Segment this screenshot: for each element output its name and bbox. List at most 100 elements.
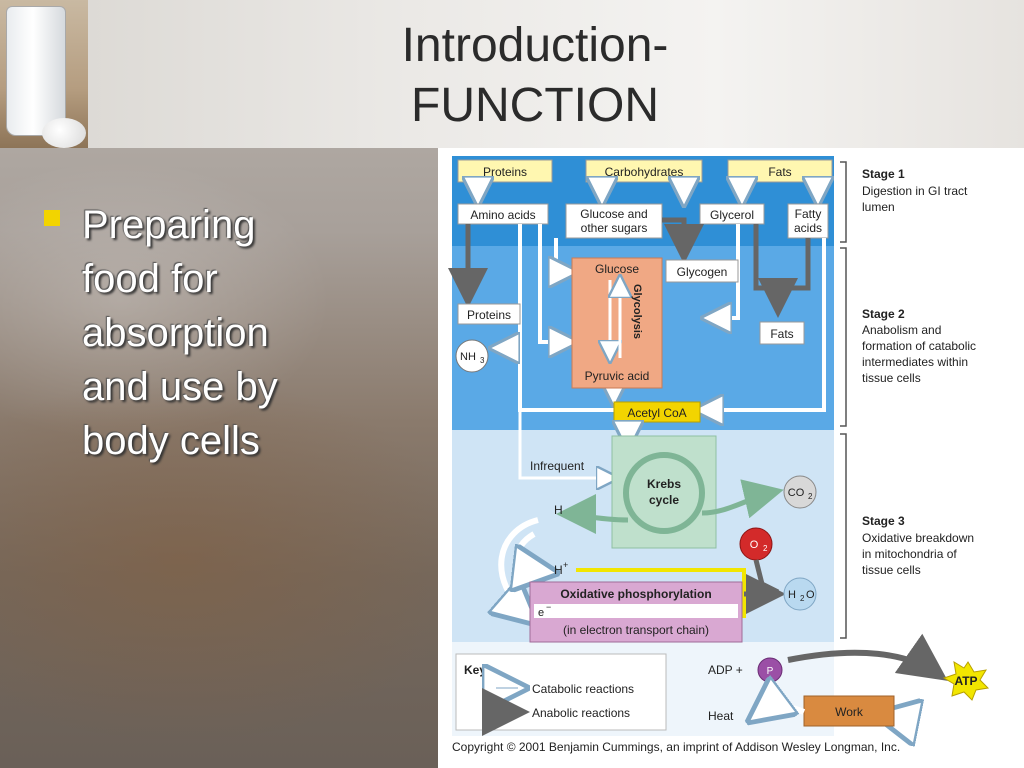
catabolic-arrow <box>700 238 826 410</box>
anabolic-arrow <box>778 238 811 291</box>
h-arrow <box>556 494 629 535</box>
title-band <box>0 0 1024 148</box>
oxphos-membrane <box>534 604 738 618</box>
nh3-subscript: 3 <box>480 356 485 365</box>
stage1-bracket <box>840 161 847 243</box>
stage2-desc: tissue cells <box>862 371 921 385</box>
o2-label: O <box>750 539 759 551</box>
fatty-acids-label: Fatty <box>795 207 822 221</box>
h2o-label: O <box>806 589 815 601</box>
anabolic-key-label: Anabolic reactions <box>532 706 630 720</box>
stage3-desc: tissue cells <box>862 563 921 577</box>
bullet-line: Preparing <box>82 203 256 247</box>
stage1-desc: Digestion in GI tract <box>862 184 968 198</box>
acetyl-coa-label: Acetyl CoA <box>627 406 686 420</box>
glycogen-label: Glycogen <box>677 265 728 279</box>
proton-gradient-line <box>576 568 746 618</box>
stage1-label: Stage 1 <box>862 167 905 181</box>
infrequent-arrow <box>518 410 614 478</box>
oxphos-label: Oxidative phosphorylation <box>560 587 711 601</box>
pyruvic-acid-label: Pyruvic acid <box>585 369 650 383</box>
atp-burst <box>942 661 990 701</box>
proton-arrow <box>519 531 548 572</box>
o2-subscript: 2 <box>763 544 768 553</box>
key-title: Key <box>464 663 486 677</box>
bullet-line: and use by <box>82 365 278 409</box>
copyright-notice: Copyright © 2001 Benjamin Cummings, an i… <box>452 740 901 754</box>
glycerol-box <box>699 203 765 225</box>
egg-image <box>42 118 86 148</box>
glucose-sugars-label: Glucose and <box>580 207 647 221</box>
metabolism-svg: Stage 1 Digestion in GI tract lumen Stag… <box>448 156 990 768</box>
stage3-desc: Oxidative breakdown <box>862 531 974 545</box>
glycolysis-label: Glycolysis <box>631 284 643 339</box>
h-plus-superscript: + <box>563 560 568 570</box>
e-minus-superscript: − <box>546 602 551 612</box>
glucose-sugars-box <box>565 203 663 239</box>
stage1-desc: lumen <box>862 200 895 214</box>
stage2-label: Stage 2 <box>862 307 905 321</box>
co2-subscript: 2 <box>808 492 813 501</box>
e-minus-label: e <box>538 607 544 619</box>
catabolic-arrow <box>708 224 740 318</box>
nh3-label: NH <box>460 351 476 363</box>
electron-chain-label: (in electron transport chain) <box>563 623 709 637</box>
stage3-bracket <box>840 433 847 639</box>
co2-circle <box>783 475 817 509</box>
catabolic-key-label: Catabolic reactions <box>532 682 634 696</box>
proteins-label: Proteins <box>483 165 527 179</box>
phosphate-label: P <box>767 666 774 677</box>
co2-label: CO <box>788 487 805 499</box>
co2-arrow <box>701 479 784 519</box>
anabolic-arrow <box>753 224 798 318</box>
fatty-acids-label: acids <box>794 221 822 235</box>
amino-acids-box <box>457 203 549 225</box>
proteins-2-box <box>457 303 521 325</box>
stage2-bracket <box>840 247 847 427</box>
proteins-2-label: Proteins <box>467 308 511 322</box>
catabolic-arrow <box>556 238 572 272</box>
h-plus-label: H <box>554 563 563 577</box>
stage2-desc: formation of catabolic <box>862 339 976 353</box>
bullet-text: Preparing food for absorption and use by… <box>82 198 352 468</box>
milk-glass-image <box>6 6 66 136</box>
atp-label: ATP <box>954 674 977 688</box>
amino-acids-label: Amino acids <box>470 208 535 222</box>
fats-2-box <box>759 321 805 345</box>
fats-2-label: Fats <box>770 327 793 341</box>
h2o-subscript: 2 <box>800 594 805 603</box>
slide-title: Introduction- FUNCTION <box>300 16 770 136</box>
glycerol-label: Glycerol <box>710 208 754 222</box>
stage3-desc: in mitochondria of <box>862 547 957 561</box>
glucose-sugars-label: other sugars <box>581 221 648 235</box>
catabolic-arrow <box>538 224 572 342</box>
h-label: H <box>554 503 563 517</box>
carbohydrates-label: Carbohydrates <box>605 165 684 179</box>
heat-label: Heat <box>708 709 734 723</box>
bullet-line: body cells <box>82 419 260 463</box>
stage3-label: Stage 3 <box>862 514 905 528</box>
work-box <box>803 695 895 727</box>
krebs-cycle-ring <box>623 452 705 534</box>
acetyl-coa-box <box>613 401 701 423</box>
glycogen-box <box>665 259 739 283</box>
electron-arrow <box>501 517 538 618</box>
infrequent-label: Infrequent <box>530 459 585 473</box>
stage2-desc: intermediates within <box>862 355 968 369</box>
atp-formation-arrow <box>787 633 948 681</box>
bullet-line: absorption <box>82 311 269 355</box>
glucose-label: Glucose <box>595 262 639 276</box>
fatty-acids-box <box>787 203 829 239</box>
nh3-circle <box>455 339 489 373</box>
title-line-1: Introduction- <box>401 19 669 72</box>
h2o-circle <box>783 577 817 611</box>
work-label: Work <box>835 705 864 719</box>
heat-arrow <box>756 706 806 716</box>
stage2-desc: Anabolism and <box>862 323 941 337</box>
krebs-label: cycle <box>649 493 679 507</box>
h2o-label: H <box>788 589 796 601</box>
krebs-label: Krebs <box>647 477 681 491</box>
anabolic-arrow <box>662 217 704 264</box>
title-line-2: FUNCTION <box>411 79 659 132</box>
fats-label: Fats <box>768 165 791 179</box>
